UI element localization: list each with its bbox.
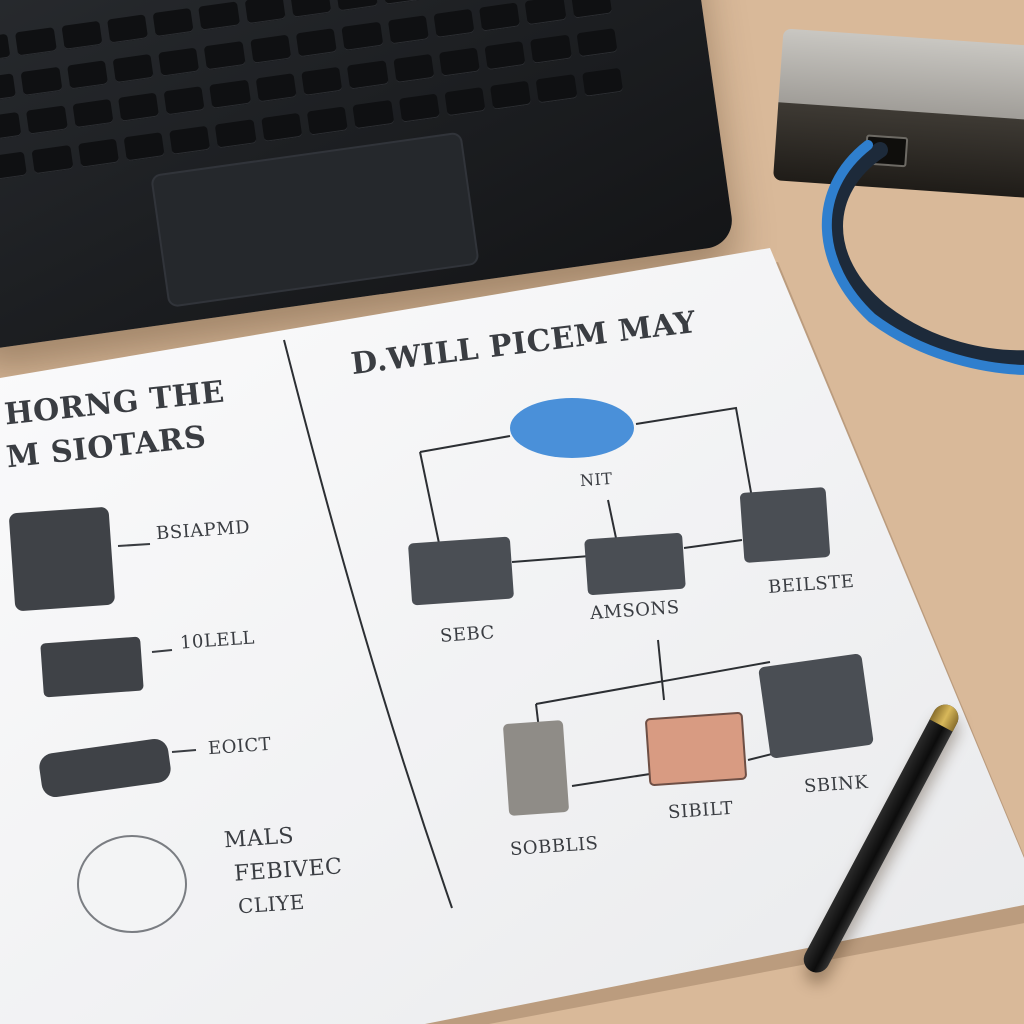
left-extra-line: CLIYE	[237, 889, 306, 919]
left-page-icons	[9, 507, 197, 933]
left-item-label: EOICT	[207, 733, 272, 760]
diagram-node-label: NIT	[579, 468, 614, 491]
diagram-node-label: SBINK	[803, 771, 870, 798]
network-diagram-devices	[408, 398, 874, 816]
diagram-node-label: SEBC	[439, 622, 496, 647]
left-item-label: MALS	[223, 823, 295, 854]
